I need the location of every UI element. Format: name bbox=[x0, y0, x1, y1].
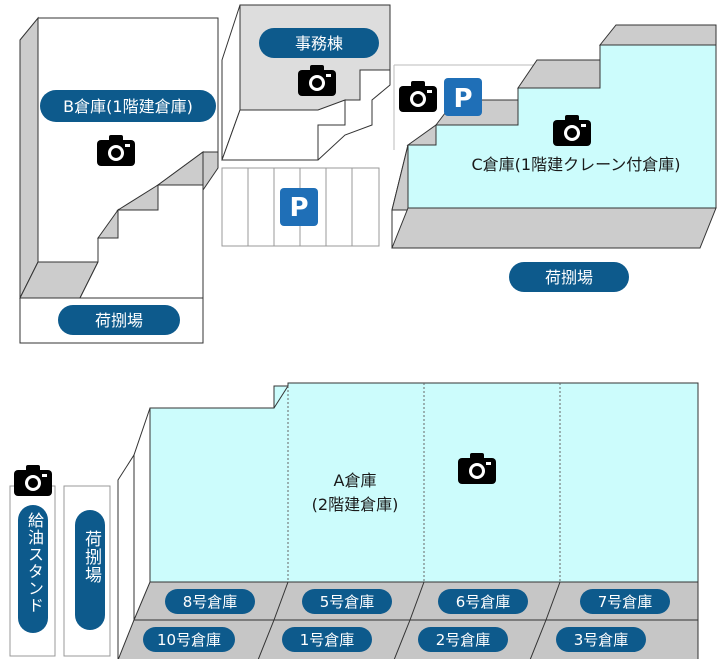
parking-symbol: P bbox=[289, 193, 308, 223]
office-label bbox=[259, 28, 379, 58]
warehouse-a-label-line2: (2階建倉庫) bbox=[312, 495, 399, 514]
svg-text:8号倉庫: 8号倉庫 bbox=[183, 593, 238, 611]
parking-icon bbox=[444, 78, 482, 116]
unit-label-8[interactable]: 8号倉庫 bbox=[165, 589, 255, 614]
vertical-loading-area-label: 荷捌場 bbox=[81, 530, 101, 584]
camera-icon[interactable] bbox=[14, 465, 52, 496]
fuel-stand-area[interactable] bbox=[9, 485, 56, 657]
unit-label-3[interactable]: 3号倉庫 bbox=[556, 627, 646, 652]
unit-label-10[interactable]: 10号倉庫 bbox=[143, 627, 235, 652]
svg-text:10号倉庫: 10号倉庫 bbox=[157, 631, 221, 649]
loading-area-c-text: 荷捌場 bbox=[545, 268, 593, 287]
unit-label-6[interactable]: 6号倉庫 bbox=[438, 589, 528, 614]
parking-symbol: P bbox=[453, 84, 472, 114]
warehouse-a[interactable] bbox=[117, 382, 699, 659]
vertical-loading-area bbox=[63, 485, 111, 657]
warehouse-b-label-text: B倉庫(1階建倉庫) bbox=[63, 97, 193, 116]
unit-label-5[interactable]: 5号倉庫 bbox=[302, 589, 392, 614]
office-label-text: 事務棟 bbox=[295, 34, 343, 53]
fuel-stand-label: 給油スタンド bbox=[25, 512, 44, 614]
unit-label-2[interactable]: 2号倉庫 bbox=[418, 627, 508, 652]
warehouse-a-label-line1: A倉庫 bbox=[334, 471, 377, 490]
loading-area-b-label bbox=[58, 305, 180, 335]
loading-area-c-label bbox=[509, 262, 629, 292]
parking-icon bbox=[280, 188, 318, 226]
unit-label-1[interactable]: 1号倉庫 bbox=[282, 627, 372, 652]
svg-text:3号倉庫: 3号倉庫 bbox=[574, 631, 629, 649]
svg-text:2号倉庫: 2号倉庫 bbox=[436, 631, 491, 649]
svg-text:7号倉庫: 7号倉庫 bbox=[598, 593, 653, 611]
camera-icon[interactable] bbox=[399, 81, 437, 112]
warehouse-b[interactable] bbox=[19, 16, 219, 299]
svg-text:6号倉庫: 6号倉庫 bbox=[456, 593, 511, 611]
warehouse-b-label bbox=[40, 90, 216, 122]
svg-text:1号倉庫: 1号倉庫 bbox=[300, 631, 355, 649]
warehouse-c-label: C倉庫(1階建クレーン付倉庫) bbox=[471, 155, 680, 174]
unit-label-7[interactable]: 7号倉庫 bbox=[580, 589, 670, 614]
loading-area-b-text: 荷捌場 bbox=[95, 311, 143, 330]
svg-text:5号倉庫: 5号倉庫 bbox=[320, 593, 375, 611]
